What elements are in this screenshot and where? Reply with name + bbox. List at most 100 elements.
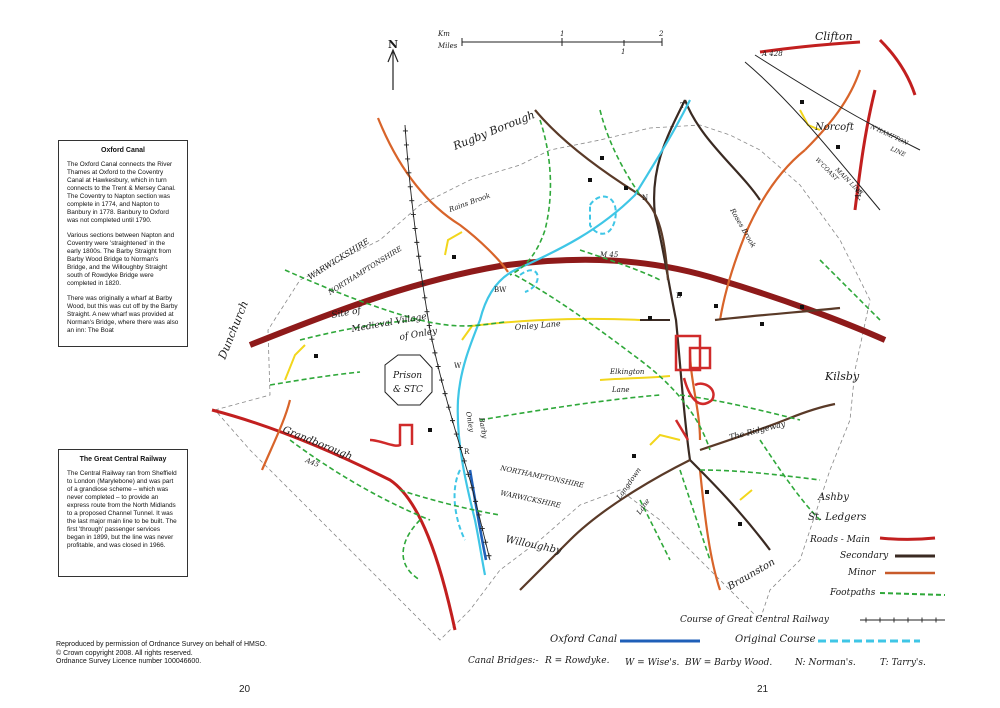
railway-tick bbox=[483, 539, 489, 545]
label-onley-barby-1: Onley bbox=[464, 411, 476, 434]
railway-tick bbox=[435, 364, 441, 370]
scale-bar bbox=[461, 38, 663, 46]
label-prison-2: & STC bbox=[393, 385, 423, 395]
original-canal-dashed-s bbox=[453, 469, 466, 541]
railway-tick bbox=[449, 418, 455, 424]
original-canal-course bbox=[456, 99, 691, 576]
railway-tick bbox=[457, 445, 463, 451]
railway-tick bbox=[405, 156, 411, 162]
label-clifton: Clifton bbox=[815, 30, 853, 43]
railway-tick bbox=[877, 617, 883, 623]
label-medieval-1: Site of bbox=[331, 306, 364, 321]
secondary-road-rugby bbox=[534, 109, 670, 281]
original-canal-loop bbox=[519, 195, 617, 293]
footpaths bbox=[269, 109, 881, 581]
label-nhampton-1: N'HAMPTON bbox=[868, 123, 910, 147]
grandborough-village bbox=[369, 423, 414, 447]
bridge-letter-w: W bbox=[454, 362, 462, 370]
elkington-lane bbox=[599, 375, 671, 381]
label-a45: A45 bbox=[303, 456, 320, 469]
label-warwickshire-s: WARWICKSHIRE bbox=[500, 489, 562, 510]
bridge-letter-r: R bbox=[464, 448, 470, 456]
parish-boundary bbox=[214, 124, 871, 641]
scale-miles-label: Miles bbox=[437, 42, 458, 50]
label-rains-brook: Rains Brook bbox=[447, 192, 491, 215]
label-ridgeway: The Ridgeway bbox=[728, 419, 786, 442]
legend-bridge-r: R = Rowdyke. bbox=[544, 656, 610, 666]
minor-road-braunston bbox=[698, 469, 722, 591]
label-a428: A 428 bbox=[761, 50, 783, 58]
label-a5: A5 bbox=[853, 188, 864, 201]
label-medieval-3: of Onley bbox=[399, 326, 439, 343]
label-willoughby: Willoughby bbox=[504, 534, 562, 557]
label-m45: M 45 bbox=[599, 251, 619, 259]
railway-tick bbox=[919, 617, 925, 623]
m45-motorway bbox=[248, 256, 887, 348]
oxford-canal-panel: Oxford Canal The Oxford Canal connects t… bbox=[58, 140, 188, 347]
ordnance-credit: Reproduced by permission of Ordnance Sur… bbox=[56, 641, 267, 667]
a45-road bbox=[211, 408, 457, 631]
railway-tick bbox=[422, 295, 428, 301]
railway-tick bbox=[465, 471, 471, 477]
label-ashby-1: Ashby bbox=[817, 492, 849, 503]
label-prison-1: Prison bbox=[392, 371, 422, 381]
great-central-railway-para: The Central Railway ran from Sheffield t… bbox=[67, 470, 177, 549]
railway-tick bbox=[446, 404, 452, 410]
legend-oxford-canal: Oxford Canal bbox=[550, 634, 617, 645]
railway-tick bbox=[426, 322, 432, 328]
secondary-road-kilsby bbox=[714, 306, 841, 322]
credit-line-3: Ordnance Survey Licence number 100046600… bbox=[56, 658, 202, 665]
oxford-canal-para-1: The Oxford Canal connects the River Tham… bbox=[67, 161, 176, 224]
label-elkington-1: Elkington bbox=[609, 368, 645, 376]
prison-boundary bbox=[384, 354, 433, 406]
label-braunston: Braunston bbox=[725, 557, 777, 593]
railway-tick bbox=[469, 485, 475, 491]
scale-km-label: Km bbox=[437, 30, 450, 38]
yellow-lane-1 bbox=[444, 231, 463, 256]
railway-tick bbox=[406, 170, 412, 176]
a5-road bbox=[853, 38, 917, 211]
credit-line-1: Reproduced by permission of Ordnance Sur… bbox=[56, 641, 267, 648]
legend-bridge-t: T: Tarry's. bbox=[880, 658, 926, 668]
legend-footpaths: Footpaths bbox=[829, 588, 876, 598]
railway-tick bbox=[442, 391, 448, 397]
minor-road-grandborough bbox=[260, 399, 292, 471]
label-northamptonshire-n: NORTHAMPTONSHIRE bbox=[326, 245, 403, 298]
legend-original-course: Original Course bbox=[735, 634, 816, 645]
great-central-railway-panel: The Great Central Railway The Central Ra… bbox=[58, 449, 188, 577]
oxford-canal-para-3: There was originally a wharf at Barby Wo… bbox=[67, 295, 179, 334]
railway-tick bbox=[479, 526, 485, 532]
scale-km-tick-2: 2 bbox=[658, 30, 664, 38]
legend-roads-main: Roads - Main bbox=[809, 535, 870, 545]
minor-road-west bbox=[376, 117, 509, 273]
kilsby-village bbox=[674, 334, 715, 441]
secondary-road-sw bbox=[519, 459, 691, 591]
legend-minor: Minor bbox=[847, 568, 876, 578]
legend-gcr: Course of Great Central Railway bbox=[680, 615, 830, 625]
page-number-left: 20 bbox=[239, 684, 251, 695]
bridge-letter-n: N bbox=[642, 194, 648, 202]
railway-tick bbox=[429, 336, 435, 342]
railway-tick bbox=[891, 617, 897, 623]
building-markers bbox=[314, 100, 840, 526]
scale-km-tick-1: 1 bbox=[560, 30, 564, 38]
label-dunchurch: Dunchurch bbox=[215, 299, 251, 362]
minor-road-east bbox=[718, 149, 806, 321]
west-coast-main-line bbox=[744, 61, 881, 211]
credit-line-2: © Crown copyright 2008. All rights reser… bbox=[56, 649, 193, 657]
label-nhampton-2: LINE bbox=[888, 145, 907, 159]
railway-tick bbox=[416, 253, 422, 259]
railway-tick bbox=[414, 239, 420, 245]
railway-tick bbox=[486, 553, 492, 559]
label-ashby-2: St. Ledgers bbox=[808, 512, 866, 523]
label-onley-barby-2: Barby bbox=[477, 416, 489, 440]
railway-tick bbox=[461, 458, 467, 464]
railway-tick bbox=[473, 498, 479, 504]
north-label: N bbox=[388, 38, 398, 51]
label-rugby-borough: Rugby Borough bbox=[450, 108, 536, 153]
railway-tick bbox=[410, 212, 416, 218]
bridge-letter-bw: BW bbox=[494, 286, 507, 294]
label-northamptonshire-s: NORTHAMPTONSHIRE bbox=[499, 464, 585, 490]
railway-tick bbox=[424, 309, 430, 315]
